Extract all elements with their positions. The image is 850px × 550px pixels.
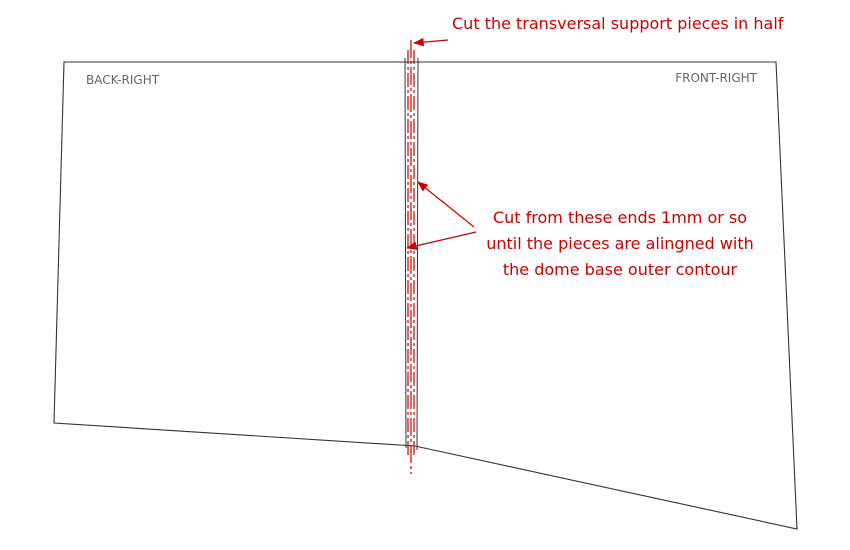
- support-piece-left-edge: [404, 57, 407, 449]
- cut-ends-arrow-lower: [405, 231, 477, 251]
- cut-ends-annotation-line-2: until the pieces are alingned with: [486, 234, 754, 253]
- cut-ends-annotation-line-3: the dome base outer contour: [503, 260, 738, 279]
- support-piece-right-edge: [416, 57, 419, 451]
- dome-base-outline: [53, 61, 798, 530]
- cut-ends-arrow-upper: [417, 181, 475, 228]
- front-right-label: FRONT-RIGHT: [675, 71, 757, 85]
- cut-half-arrow: [412, 37, 449, 47]
- cut-half-annotation: Cut the transversal support pieces in ha…: [452, 14, 784, 33]
- back-right-label: BACK-RIGHT: [86, 73, 160, 87]
- cut-ends-annotation-line-1: Cut from these ends 1mm or so: [493, 208, 747, 227]
